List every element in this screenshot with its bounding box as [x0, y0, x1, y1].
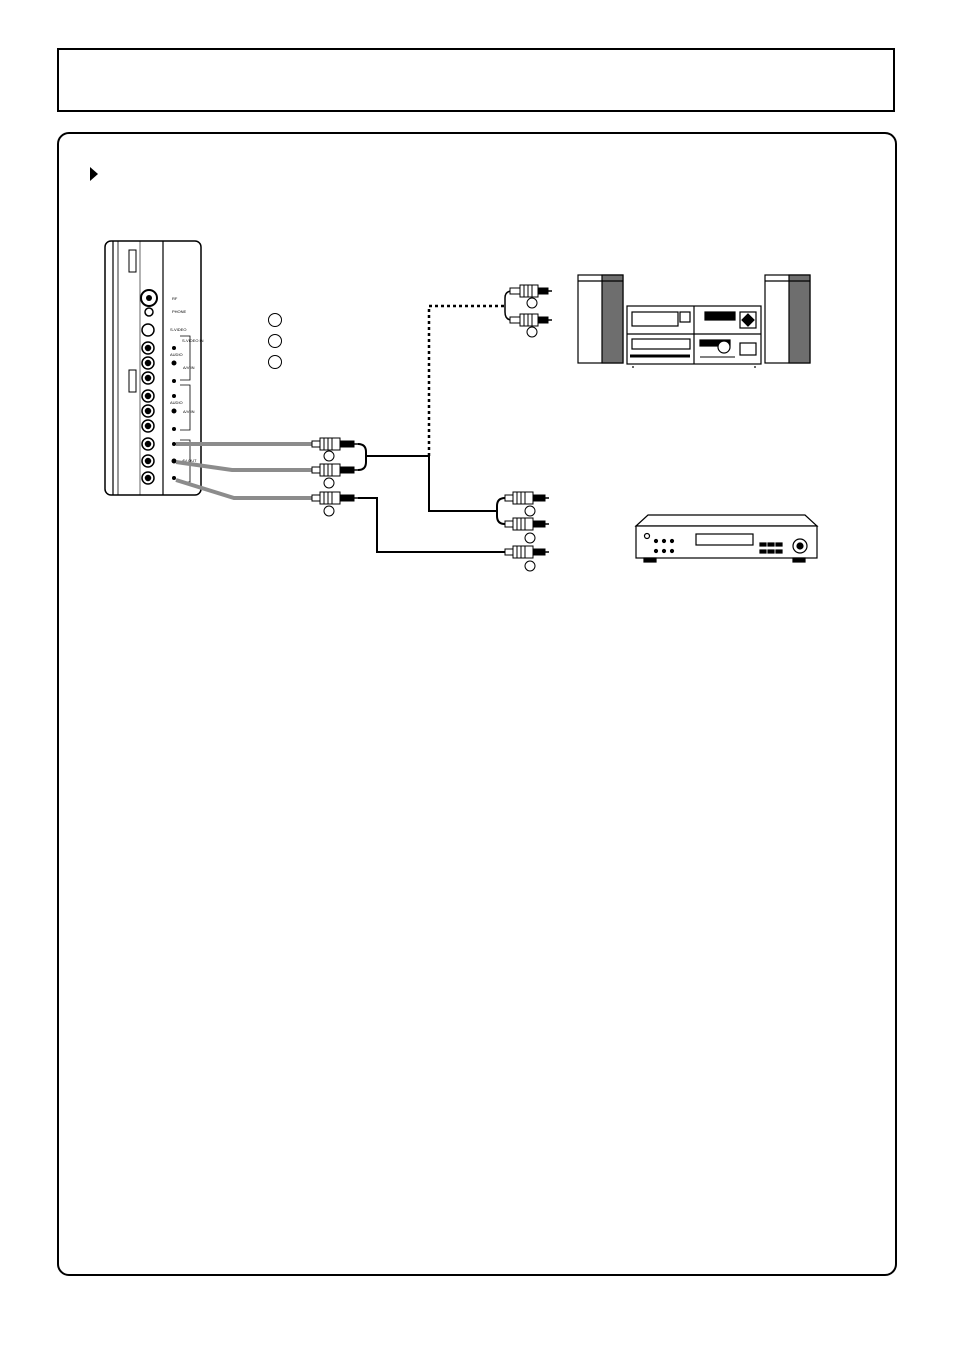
av-in-1-label: A/V IN: [183, 365, 195, 370]
av-out-cables: [175, 442, 312, 500]
audio-2-label: AUDIO: [170, 400, 183, 405]
audio-1-label: AUDIO: [170, 352, 183, 357]
stereo-dotted-cable: [427, 304, 505, 456]
legend-markers: [268, 313, 282, 369]
svideo-top-label: S-VIDEO: [170, 327, 186, 332]
svideo-jack: [141, 323, 155, 337]
audio-cable: [357, 443, 506, 525]
header-box: [57, 48, 895, 112]
av-in-2-label: A/V IN: [183, 409, 195, 414]
vcr-illustration: [634, 514, 819, 563]
video-cable: [358, 497, 505, 553]
content-box: [57, 132, 897, 1276]
rca-plugs-vcr: [504, 491, 549, 559]
svideo-in-label: S-VIDEO IN: [182, 338, 204, 343]
tv-side-panel: RF PHONE S-VIDEO S-VIDEO IN AUDIO A/V IN…: [104, 240, 204, 496]
av-in-2-jacks: [141, 389, 155, 433]
section-arrow-icon: [90, 167, 98, 181]
phone-label: PHONE: [172, 309, 187, 314]
av-out-label: AV OUT: [182, 458, 197, 463]
av-in-1-jacks: [141, 341, 155, 385]
stereo-system-illustration: [577, 274, 811, 368]
rca-plugs-stereo: [509, 284, 552, 327]
phone-jack: [144, 307, 154, 317]
av-out-jacks: [141, 437, 155, 485]
rf-label: RF: [172, 296, 178, 301]
rca-plugs-left: [311, 437, 358, 505]
